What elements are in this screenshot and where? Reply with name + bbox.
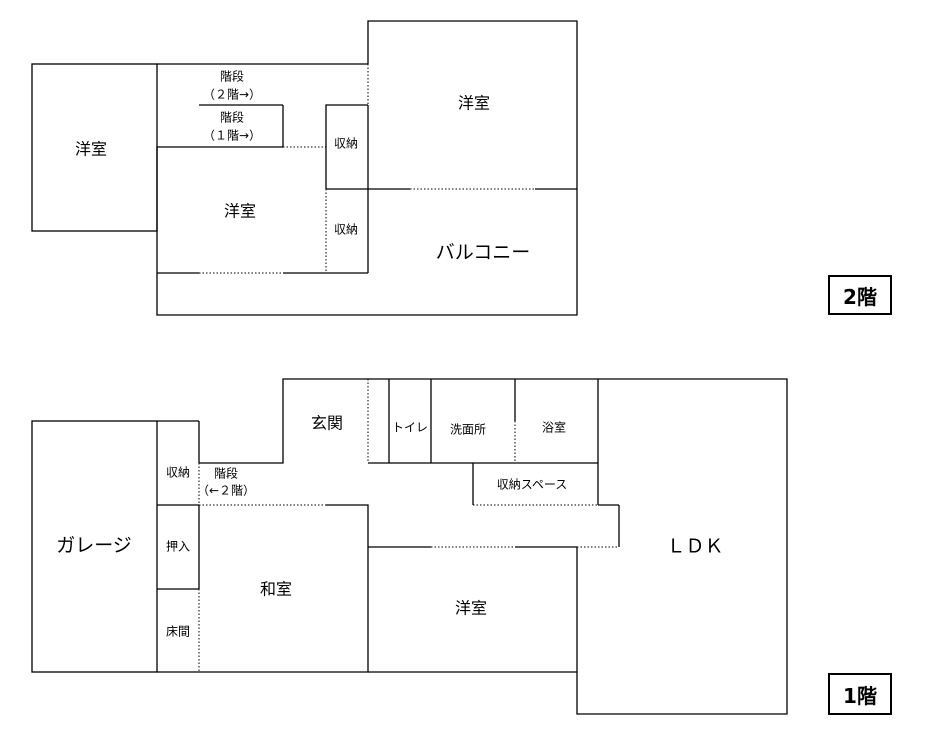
second-stairs-up-direction: （２階→） [203,87,261,102]
first-wet-area-walls [388,378,599,505]
second-center-room-walls [156,146,283,273]
second-closet-lower-label: 収納 [334,223,358,237]
first-floor-badge: 1階 [828,673,892,715]
second-stairs-up-label: 階段 [220,69,244,84]
second-ne-room-label: 洋室 [458,94,490,113]
first-closet-label: 収納 [166,466,190,480]
second-floor-plan: 洋室 洋室 洋室 バルコニー 収納 収納 階段 （２階→） 階段 （１階→） [31,20,578,316]
first-floor-plan: ガレージ 収納 押入 床間 階段 （←２階） 玄関 トイレ 洗面所 浴室 収納ス… [31,378,788,715]
first-ldk-label: ＬＤＫ [666,536,723,558]
second-balcony-label: バルコニー [436,242,531,264]
first-stairs-hall-walls [199,378,368,464]
second-closet-upper-label: 収納 [334,137,358,151]
first-washitsu-label: 和室 [260,580,292,599]
first-youshitsu-label: 洋室 [455,599,487,618]
first-toilet-label: トイレ [392,421,428,435]
first-washitsu-walls [199,504,369,673]
first-bathroom-label: 浴室 [542,420,566,435]
second-closet-upper-walls [325,104,368,189]
first-entrance-label: 玄関 [311,414,343,433]
second-center-room-label: 洋室 [224,202,256,221]
second-floor-badge: 2階 [828,275,892,315]
first-oshiire-label: 押入 [166,540,190,554]
second-west-room-label: 洋室 [75,140,107,159]
second-stairs-down-label: 階段 [220,110,244,125]
first-stairs-label: 階段 [214,466,238,481]
first-stairs-direction: （←２階） [197,483,255,498]
second-balcony-walls [156,189,578,316]
first-tokonoma-label: 床間 [166,625,190,639]
first-garage-walls [31,420,158,673]
first-washroom-label: 洗面所 [450,423,486,437]
first-ldk-walls [576,378,788,715]
first-garage-label: ガレージ [56,535,132,557]
first-storage-label: 収納スペース [497,478,568,492]
second-ne-room-walls [367,20,578,189]
second-stairs-down-direction: （１階→） [203,128,261,143]
